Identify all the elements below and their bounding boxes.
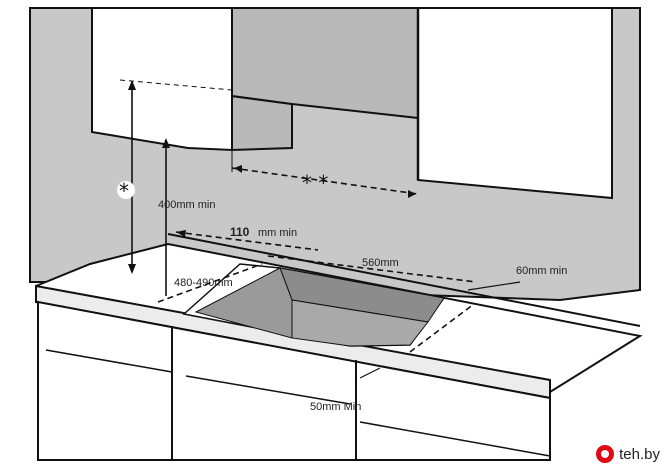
dimension-lines: [119, 79, 521, 396]
watermark-badge-icon: [596, 445, 615, 463]
watermark-logo: teh.by: [596, 445, 662, 463]
lower-cabinets: [37, 300, 551, 461]
label-110-value: 110: [230, 225, 250, 239]
asterisk-marker: [117, 181, 135, 199]
label-double-asterisk: * *: [302, 171, 328, 195]
watermark-text: teh.by: [617, 445, 662, 463]
label-480-490mm: 480-490mm: [174, 277, 233, 289]
label-560mm: 560mm: [362, 257, 399, 269]
label-110-unit: mm min: [258, 227, 297, 239]
wall-base-line: [167, 233, 641, 327]
label-400mm: 400mm min: [158, 199, 215, 211]
hob-cutout: [182, 263, 446, 347]
dimension-labels: * * * 400mm min 110 mm min 560mm 60mm mi…: [117, 171, 567, 413]
upper-cabinet-right: [231, 7, 613, 200]
label-asterisk: *: [119, 179, 129, 203]
label-60mm: 60mm min: [516, 265, 567, 277]
label-50mm: 50mm Min: [310, 401, 361, 413]
